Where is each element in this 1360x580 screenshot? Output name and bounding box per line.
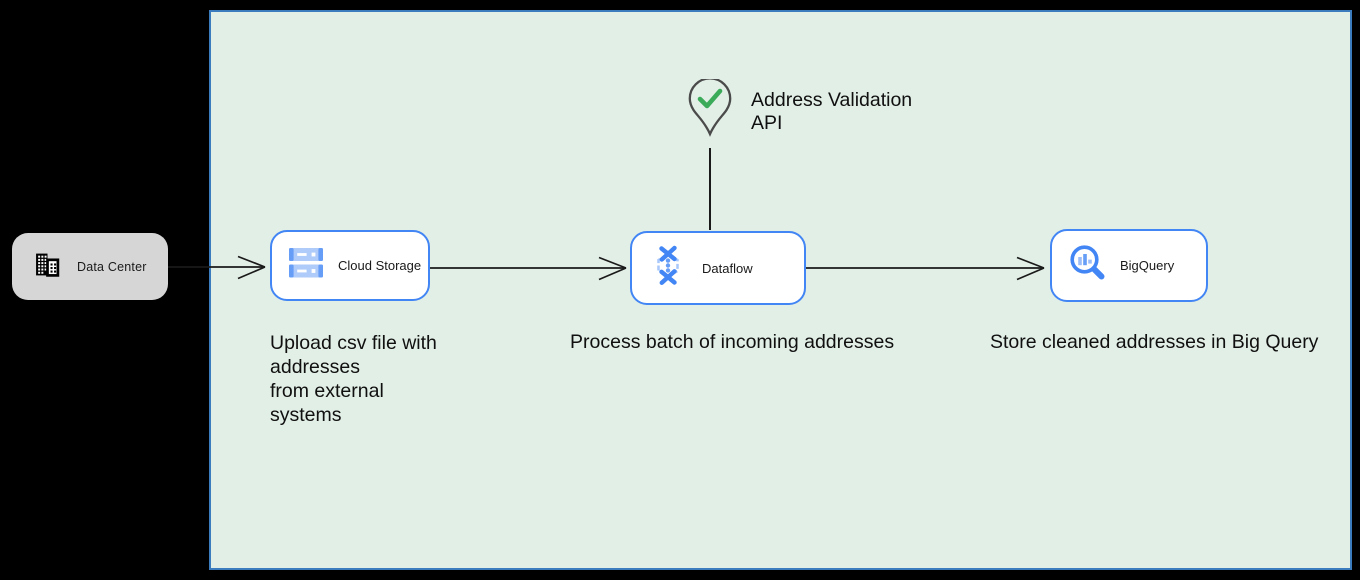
building-icon bbox=[34, 251, 61, 283]
node-bigquery[interactable]: BigQuery bbox=[1050, 229, 1208, 302]
bigquery-icon bbox=[1069, 244, 1105, 287]
data-center-label: Data Center bbox=[77, 259, 147, 274]
cloud-storage-label: Cloud Storage bbox=[338, 258, 422, 273]
bigquery-label: BigQuery bbox=[1120, 258, 1175, 273]
caption-process-batch: Process batch of incoming addresses bbox=[570, 331, 895, 353]
node-cloud-storage[interactable]: Cloud Storage bbox=[270, 230, 430, 301]
dataflow-label: Dataflow bbox=[702, 260, 753, 276]
caption-upload-csv: Upload csv file with addresses from exte… bbox=[270, 332, 437, 426]
dataflow-icon bbox=[649, 245, 687, 291]
validation-api-label-line1: Address Validation bbox=[751, 89, 913, 111]
validation-api-label-line2: API bbox=[751, 112, 783, 134]
node-dataflow[interactable]: Dataflow bbox=[630, 231, 806, 305]
caption-store-bigquery: Store cleaned addresses in Big Query bbox=[990, 331, 1319, 353]
validation-api-label: Address Validation API bbox=[751, 89, 912, 135]
node-data-center[interactable]: Data Center bbox=[12, 233, 168, 300]
location-pin-check-icon bbox=[688, 77, 732, 142]
cloud-storage-icon bbox=[289, 247, 323, 284]
